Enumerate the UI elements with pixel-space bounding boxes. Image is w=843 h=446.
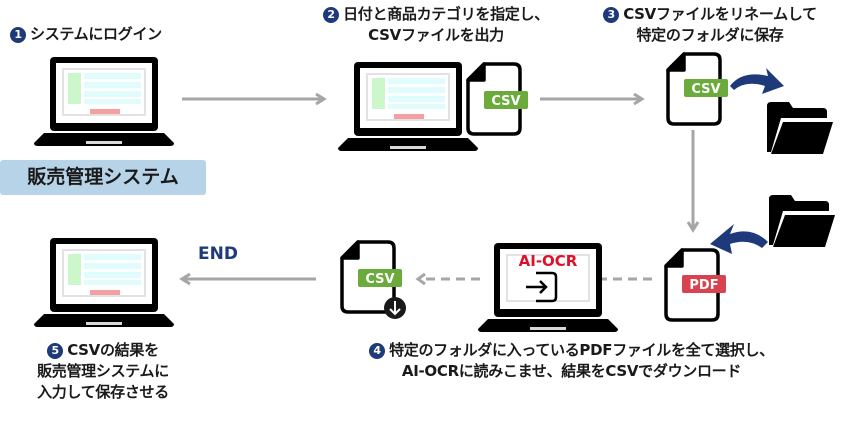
- csv-badge-text: CSV: [691, 82, 720, 97]
- step-number-badge: 4: [369, 343, 386, 359]
- pdf-file-icon: PDF: [664, 248, 726, 322]
- arrow-left-icon: [179, 272, 316, 286]
- curved-arrow-icon: [710, 224, 768, 254]
- step-number-badge: 5: [47, 343, 64, 359]
- arrow-right-icon: [540, 92, 645, 106]
- step-number-badge: 3: [603, 7, 620, 23]
- step-number-badge: 2: [323, 7, 340, 23]
- dashed-arrow-left-icon: [415, 272, 486, 286]
- folder-icon: [769, 195, 835, 247]
- ai-ocr-laptop-icon: AI-OCR: [477, 242, 619, 333]
- csv-badge-text: CSV: [491, 94, 520, 109]
- curved-arrow-icon: [730, 68, 784, 94]
- arrow-down-icon: [686, 130, 700, 233]
- ai-ocr-label: AI-OCR: [519, 252, 578, 270]
- laptop-icon-input: [33, 237, 175, 328]
- csv-badge-text: CSV: [365, 272, 394, 287]
- laptop-icon-export: [337, 61, 479, 152]
- csv-download-file-icon: CSV: [340, 240, 406, 319]
- step-number-badge: 1: [10, 27, 26, 43]
- laptop-icon-login: [33, 56, 175, 147]
- pdf-badge-text: PDF: [689, 278, 718, 293]
- arrow-right-icon: [182, 92, 327, 106]
- system-name-label: 販売管理システム: [0, 160, 206, 195]
- end-label: END: [198, 244, 238, 264]
- folder-icon: [767, 102, 833, 154]
- csv-file-icon: CSV: [466, 62, 528, 136]
- csv-file-icon: CSV: [666, 52, 728, 126]
